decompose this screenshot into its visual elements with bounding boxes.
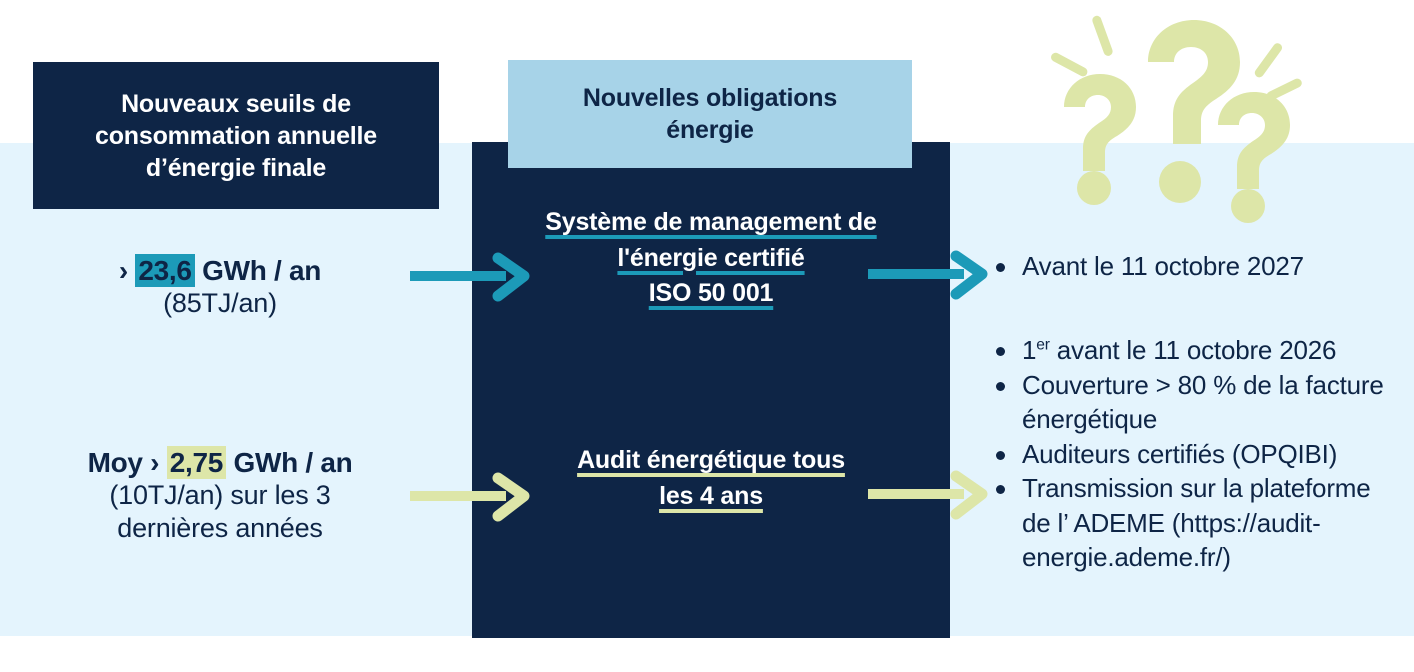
obligation-block-2: Audit énergétique tous les 4 ans	[472, 443, 950, 514]
requirements-list-2: 1er avant le 11 octobre 2026 Couverture …	[992, 333, 1402, 575]
requirement-2-1-rest: avant le 11 octobre 2026	[1049, 335, 1337, 365]
threshold-2-sub-line-2: dernières années	[117, 512, 323, 543]
arrow-left-to-middle-2	[410, 472, 535, 529]
arrow-middle-to-right-1	[868, 250, 993, 307]
obligation-2-line-2: les 4 ans	[659, 481, 763, 510]
requirement-1-1: Avant le 11 octobre 2027	[1022, 251, 1304, 281]
requirement-2-3: Auditeurs certifiés (OPQIBI)	[1022, 438, 1338, 469]
left-header-line-3: d’énergie finale	[145, 153, 327, 182]
middle-header-line-1: Nouvelles obligations	[582, 84, 838, 112]
middle-header-box: Nouvelles obligations énergie	[508, 60, 912, 168]
list-item: Avant le 11 octobre 2027	[992, 249, 1402, 284]
obligation-block-1: Système de management de l'énergie certi…	[472, 205, 950, 312]
question-marks-decoration	[1040, 0, 1370, 225]
threshold-2-sub-line-1: (10TJ/an) sur les 3	[109, 480, 331, 511]
left-header-box: Nouveaux seuils de consommation annuelle…	[33, 62, 439, 209]
left-header-line-2: consommation annuelle	[95, 121, 377, 150]
middle-column-panel	[472, 142, 950, 638]
threshold-2-prefix: Moy ›	[87, 447, 160, 478]
threshold-1-prefix: ›	[118, 255, 128, 286]
requirement-2-2: Couverture > 80 % de la facture énergéti…	[1022, 369, 1384, 435]
requirement-2-4: Transmission sur la plateforme de l’ ADE…	[1022, 473, 1371, 573]
threshold-2-value: 2,75	[166, 446, 226, 479]
requirements-list-1: Avant le 11 octobre 2027	[992, 249, 1402, 284]
middle-header-title: Nouvelles obligations énergie	[583, 82, 837, 146]
obligation-1-line-1: Système de management de	[545, 208, 877, 236]
left-header-line-1: Nouveaux seuils de	[121, 89, 351, 118]
threshold-1-unit: GWh / an	[202, 255, 322, 286]
requirement-2-1-sup: er	[1036, 336, 1050, 354]
obligation-1-line-2: l'énergie certifié	[617, 243, 805, 272]
threshold-2-main: Moy › 2,75 GWh / an	[20, 446, 420, 479]
list-item: Auditeurs certifiés (OPQIBI)	[992, 437, 1402, 472]
threshold-1-main: › 23,6 GWh / an	[20, 254, 420, 287]
middle-header-line-2: énergie	[666, 116, 754, 144]
requirement-2-1-num: 1	[1022, 335, 1037, 365]
threshold-2-unit: GWh / an	[233, 447, 353, 478]
arrow-left-to-middle-1	[410, 252, 535, 309]
list-item: Transmission sur la plateforme de l’ ADE…	[992, 471, 1402, 575]
threshold-1-value: 23,6	[135, 254, 195, 287]
left-header-title: Nouveaux seuils de consommation annuelle…	[95, 88, 377, 184]
arrow-middle-to-right-2	[868, 470, 993, 527]
obligation-1-line-3: ISO 50 001	[648, 279, 774, 307]
list-item: 1er avant le 11 octobre 2026	[992, 333, 1402, 368]
obligation-2-line-1: Audit énergétique tous	[577, 446, 845, 474]
threshold-block-2: Moy › 2,75 GWh / an (10TJ/an) sur les 3 …	[20, 446, 420, 544]
list-item: Couverture > 80 % de la facture énergéti…	[992, 368, 1402, 437]
threshold-2-sub: (10TJ/an) sur les 3 dernières années	[20, 479, 420, 544]
threshold-1-sub: (85TJ/an)	[163, 288, 277, 319]
threshold-block-1: › 23,6 GWh / an (85TJ/an)	[20, 254, 420, 320]
